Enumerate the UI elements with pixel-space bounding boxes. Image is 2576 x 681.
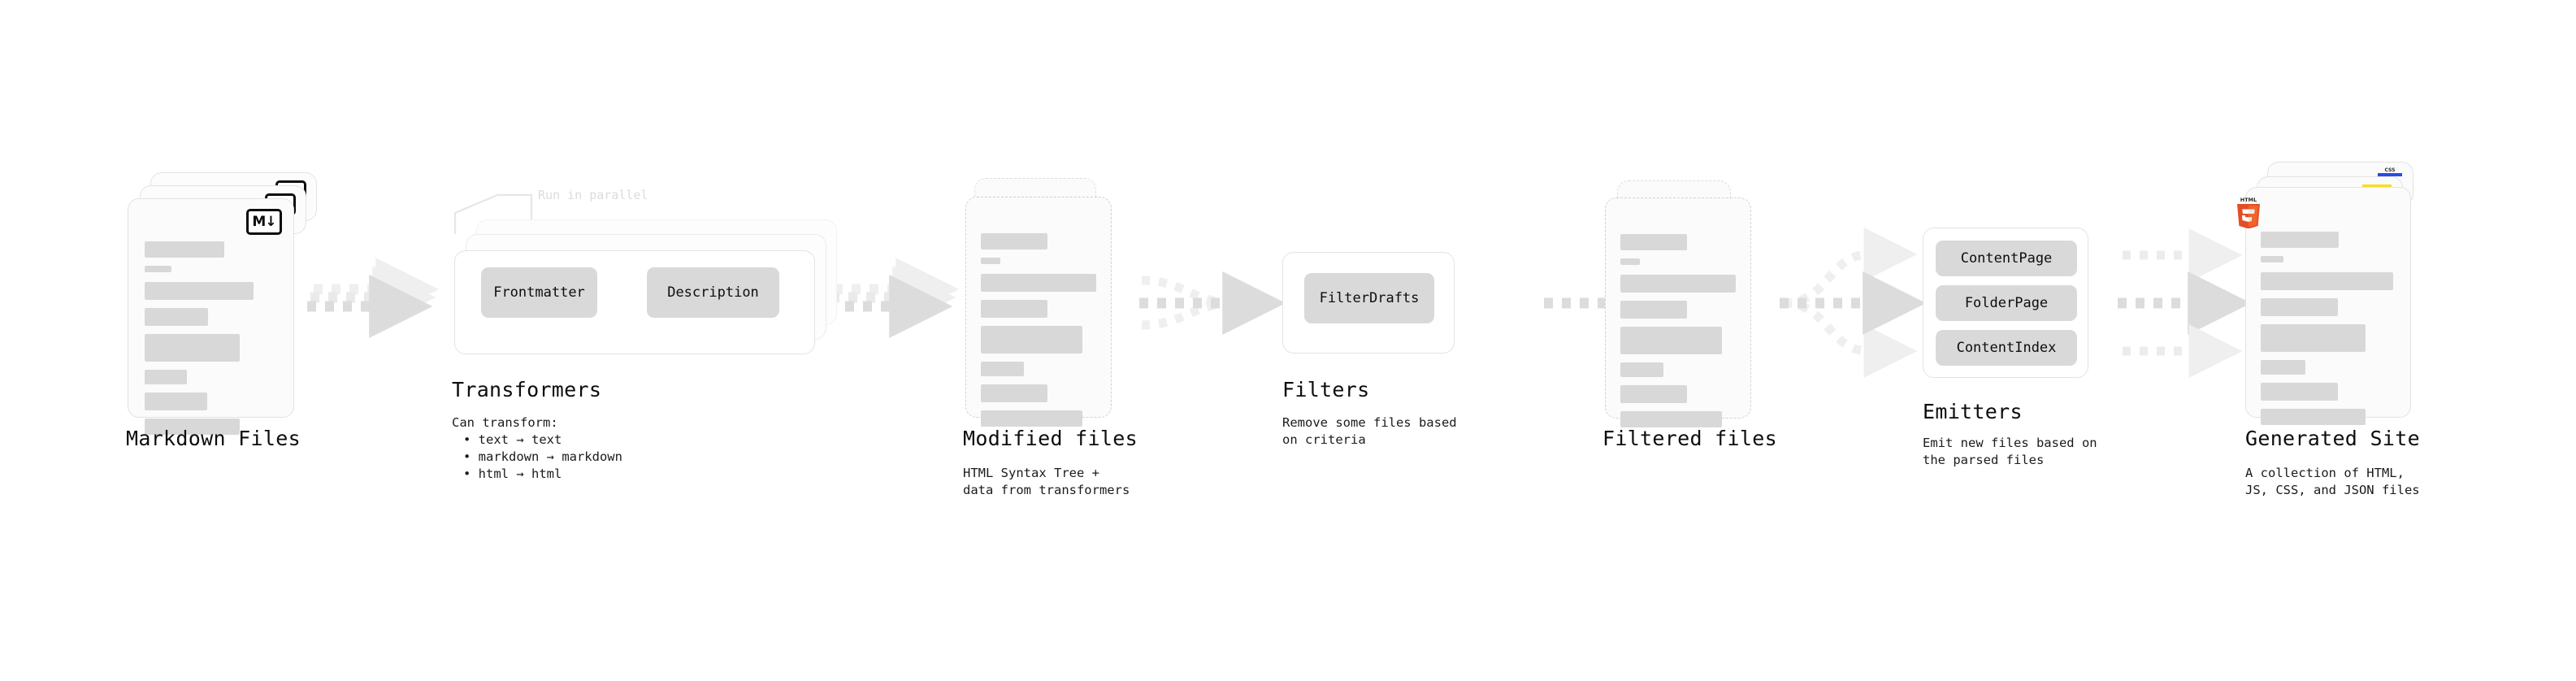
- transformer-chip-frontmatter[interactable]: Frontmatter: [481, 267, 597, 318]
- markdown-files-title: Markdown Files: [126, 427, 301, 450]
- generated-card-front: HTML: [2237, 187, 2411, 425]
- emitters-chip-contentindex[interactable]: ContentIndex: [1936, 330, 2077, 366]
- emitters-chip-contentpage[interactable]: ContentPage: [1936, 241, 2077, 276]
- generated-site-caption: A collection of HTML, JS, CSS, and JSON …: [2245, 466, 2420, 497]
- modified-card-front: [965, 197, 1112, 427]
- modified-files-caption: HTML Syntax Tree + data from transformer…: [963, 466, 1130, 497]
- transformers-bullet-1: • markdown → markdown: [463, 449, 622, 464]
- transformers-bullets: Can transform: • text → text • markdown …: [452, 414, 622, 483]
- transformer-chip-description[interactable]: Description: [647, 267, 779, 318]
- transformer-panel-front: Frontmatter Description: [454, 250, 815, 354]
- generated-site-title: Generated Site: [2245, 427, 2420, 450]
- filtered-card-front: [1605, 197, 1751, 427]
- run-in-parallel-annotation: Run in parallel: [538, 188, 648, 202]
- markdown-card-content: [145, 241, 277, 443]
- markdown-card-front: M↓: [128, 198, 294, 435]
- emitters-caption: Emit new files based on the parsed files: [1923, 436, 2097, 467]
- css3-icon-label: CSS: [2384, 167, 2396, 173]
- modified-card-content: [981, 233, 1096, 435]
- emitters-panel: ContentPage FolderPage ContentIndex: [1923, 228, 2088, 378]
- arrow-markdown-to-transformers: [307, 258, 440, 338]
- filters-caption: Remove some files based on criteria: [1282, 415, 1457, 447]
- html5-icon-svg: HTML: [2237, 197, 2260, 229]
- filters-title: Filters: [1282, 378, 1370, 401]
- arrow-emitters-to-site: [2118, 228, 2252, 378]
- filtered-card-content: [1620, 234, 1736, 436]
- emitters-title: Emitters: [1923, 400, 2023, 423]
- arrow-modified-to-filters: [1139, 271, 1286, 335]
- transformers-bullet-2: • html → html: [463, 466, 562, 481]
- transformers-bullet-0: • text → text: [463, 432, 562, 447]
- modified-files-title: Modified files: [963, 427, 1138, 450]
- transformers-title: Transformers: [452, 378, 602, 401]
- markdown-icon: M↓: [246, 209, 282, 235]
- generated-card-content: [2261, 232, 2396, 433]
- arrow-filtered-to-emitters: [1780, 228, 1927, 378]
- html5-icon: HTML: [2235, 197, 2262, 232]
- css3-icon: CSS: [2378, 167, 2402, 178]
- transformers-bullets-lead: Can transform:: [452, 415, 558, 430]
- filters-chip-filterdrafts[interactable]: FilterDrafts: [1304, 273, 1434, 323]
- emitters-chip-folderpage[interactable]: FolderPage: [1936, 285, 2077, 321]
- filters-panel: FilterDrafts: [1282, 252, 1455, 354]
- svg-text:HTML: HTML: [2240, 197, 2257, 203]
- filtered-files-title: Filtered files: [1602, 427, 1777, 450]
- arrow-transformers-to-modified: [827, 258, 960, 338]
- css3-icon-rule: [2378, 173, 2402, 176]
